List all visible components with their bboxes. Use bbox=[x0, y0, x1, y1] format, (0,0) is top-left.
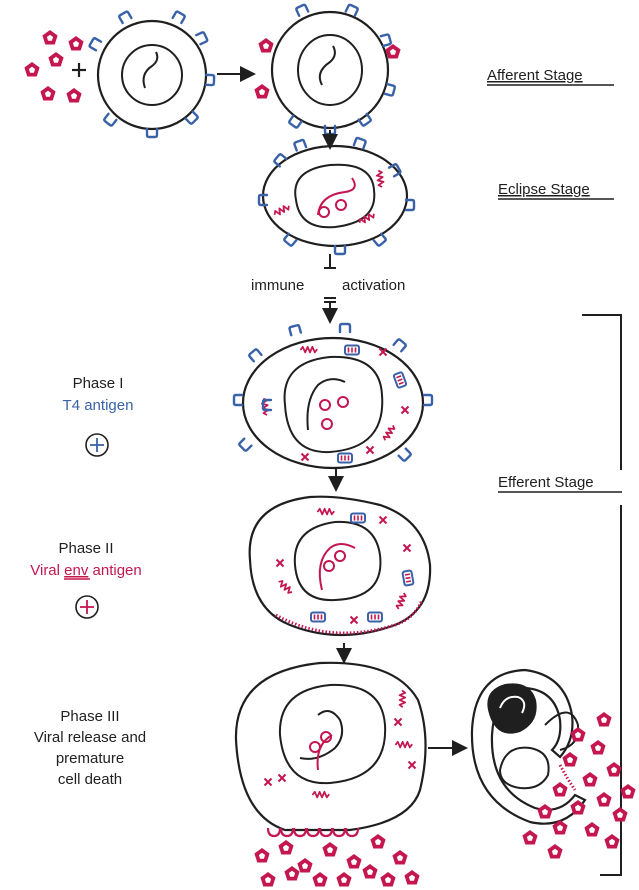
phase1-cell bbox=[234, 324, 432, 468]
phase2-plus-icon bbox=[76, 596, 98, 618]
dying-cell bbox=[472, 670, 585, 824]
plus-symbol bbox=[72, 63, 86, 77]
eclipse-cell bbox=[259, 138, 414, 254]
free-virions-group bbox=[24, 30, 83, 103]
phase3-title: Phase III bbox=[60, 708, 119, 725]
phase3-line4: cell death bbox=[58, 771, 122, 788]
phase3-line3: premature bbox=[56, 750, 124, 767]
phase3-cell bbox=[236, 663, 426, 836]
immune-label: immune bbox=[251, 277, 304, 294]
phase1-plus-icon bbox=[86, 434, 108, 456]
uninfected-t4-cell bbox=[89, 11, 214, 137]
phase2-title: Phase II bbox=[58, 540, 113, 557]
phase2-antigen: Viral env antigen bbox=[30, 562, 141, 579]
released-virions-group bbox=[254, 834, 419, 887]
activation-label: activation bbox=[342, 277, 405, 294]
phase1-title: Phase I bbox=[73, 375, 124, 392]
virus-bound-cell bbox=[254, 4, 400, 134]
phase1-antigen: T4 antigen bbox=[63, 397, 134, 414]
phase2-cell bbox=[250, 497, 430, 635]
efferent-stage-label: Efferent Stage bbox=[498, 474, 594, 491]
phase3-line2: Viral release and bbox=[34, 729, 146, 746]
afferent-stage-label: Afferent Stage bbox=[487, 67, 583, 84]
immune-activation-connector bbox=[324, 254, 336, 320]
efferent-bracket bbox=[582, 315, 621, 875]
eclipse-stage-label: Eclipse Stage bbox=[498, 181, 590, 198]
